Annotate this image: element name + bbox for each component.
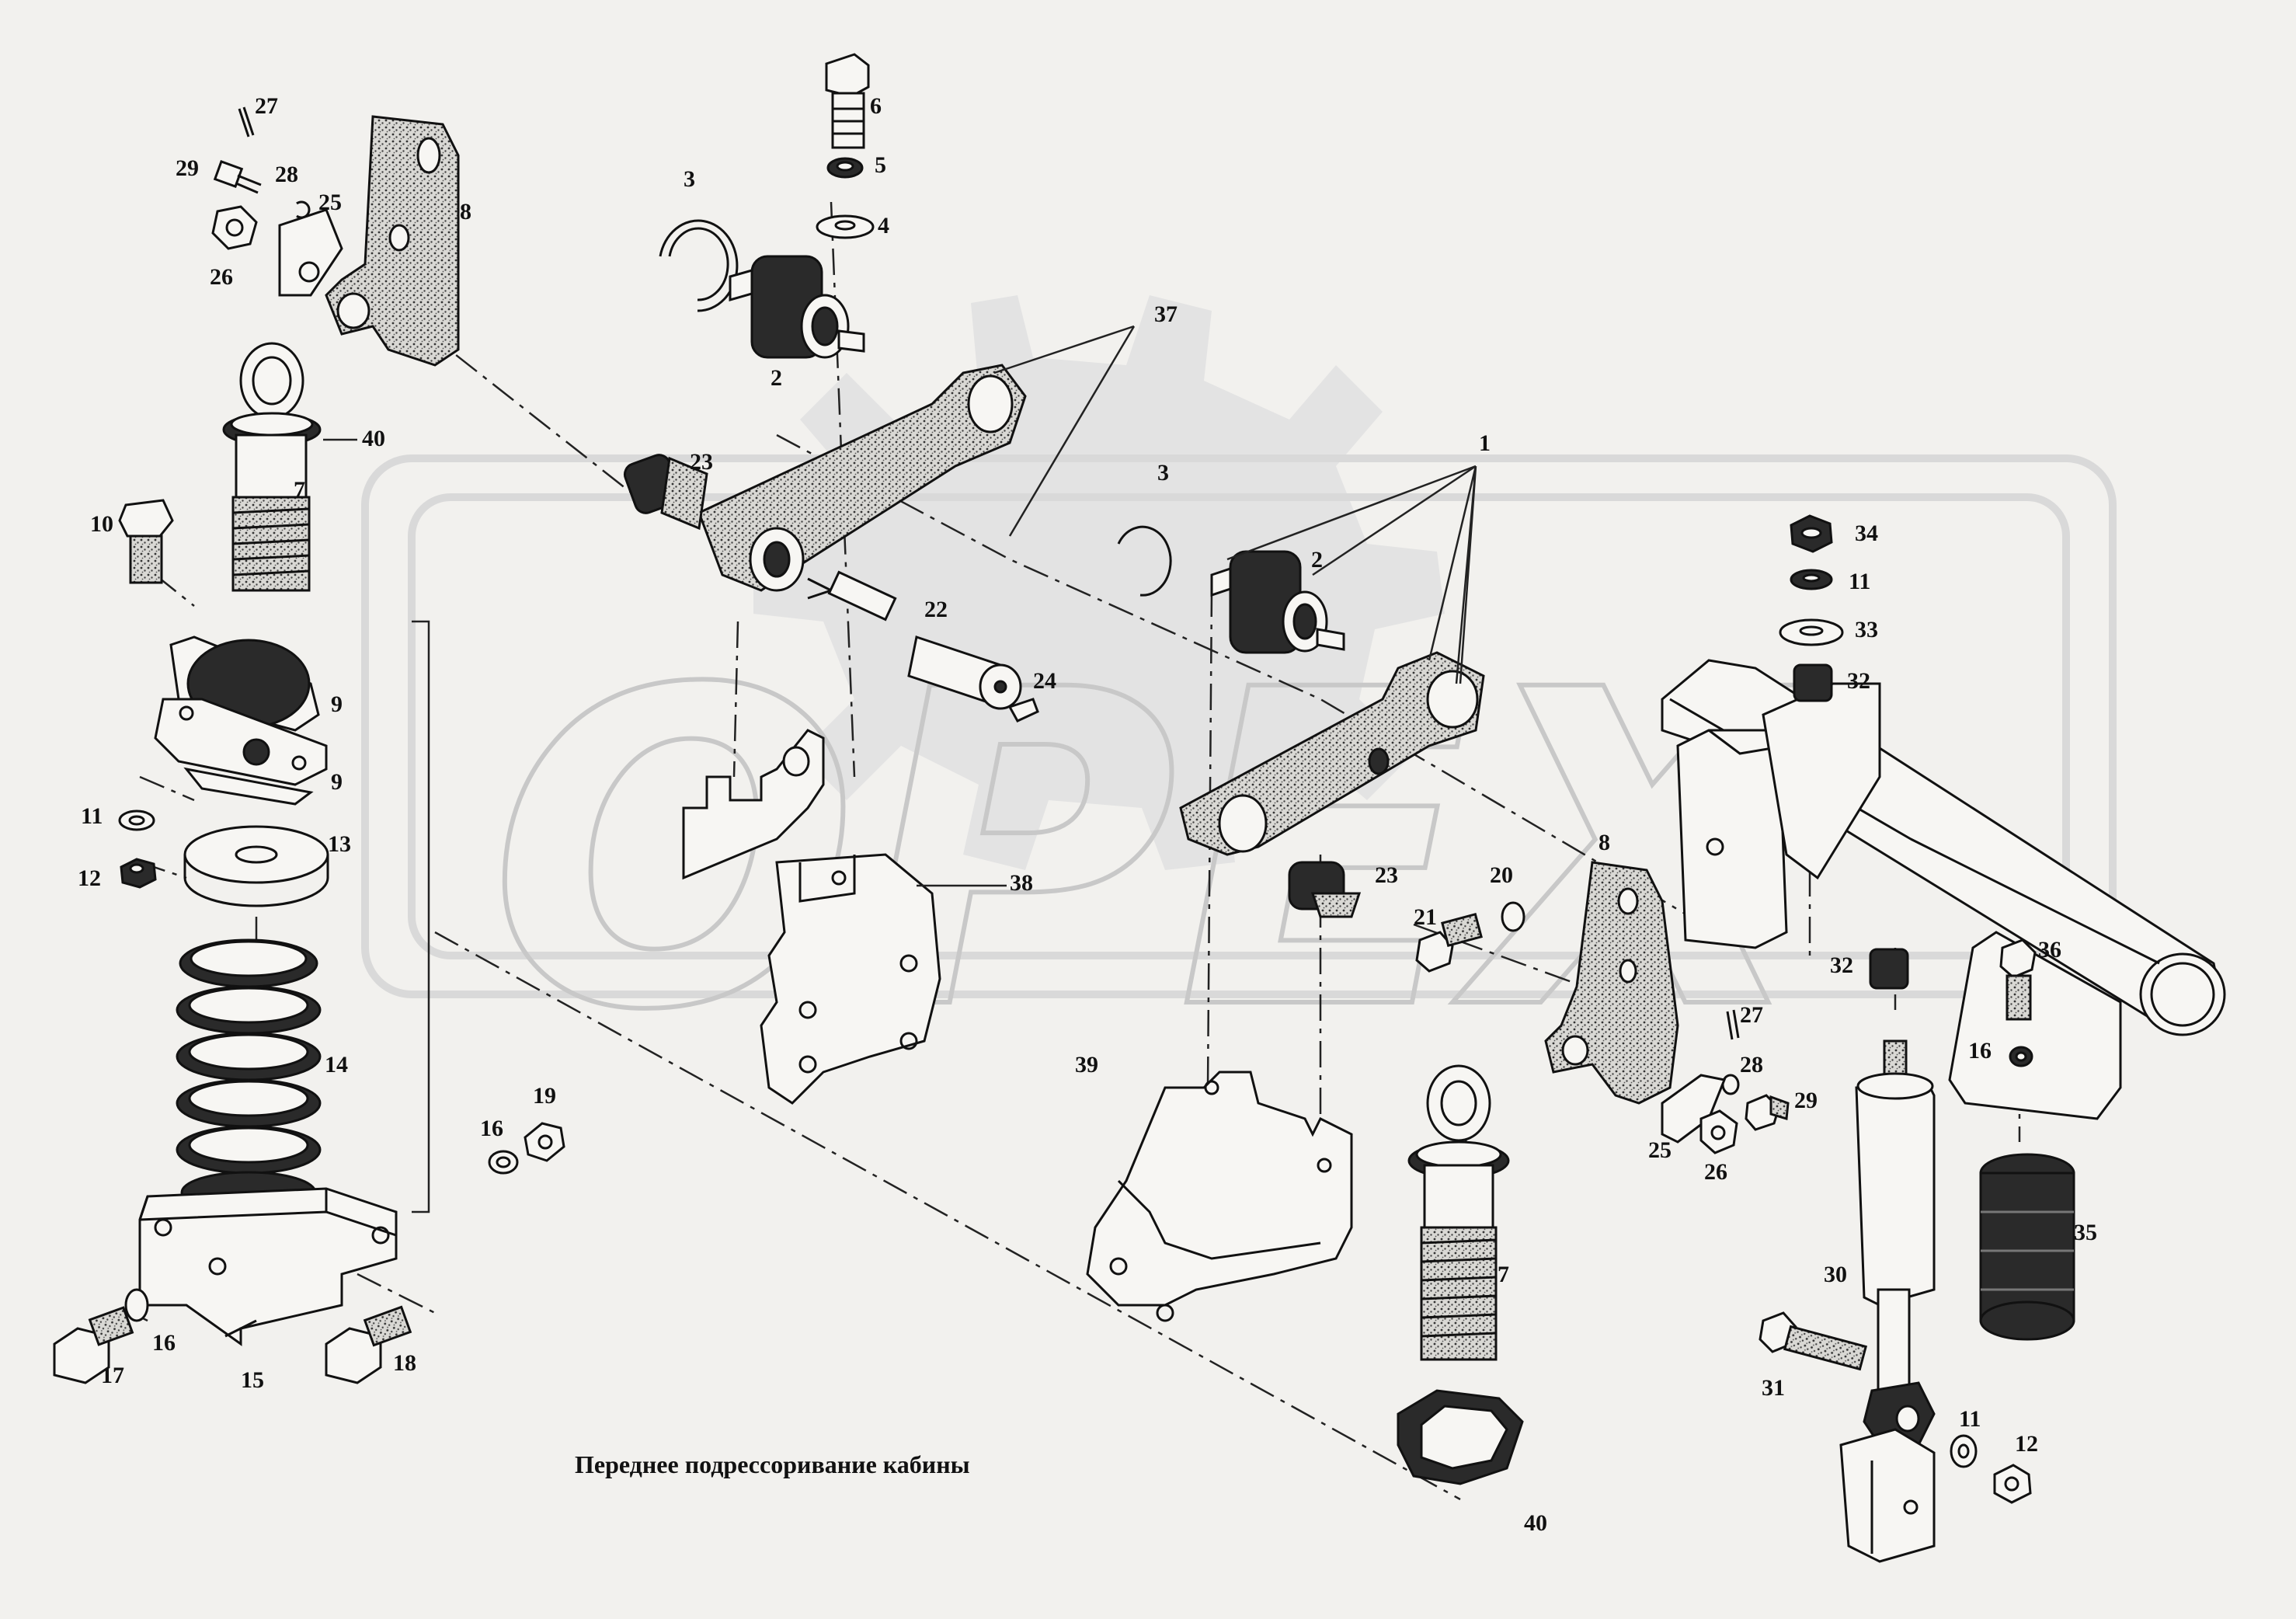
callout-5: 5 xyxy=(875,152,886,178)
callout-23-left: 23 xyxy=(690,449,713,475)
callout-32-bottom: 32 xyxy=(1830,952,1853,978)
shock-absorber-30 xyxy=(1839,1039,1936,1563)
right-frame-assembly xyxy=(1661,514,2226,1563)
callout-39: 39 xyxy=(1075,1052,1098,1078)
callout-10: 10 xyxy=(90,511,113,537)
link-arm-37 xyxy=(697,364,1027,592)
callout-27: 27 xyxy=(255,93,278,119)
callout-7-right: 7 xyxy=(1498,1262,1509,1287)
callout-9b: 9 xyxy=(331,769,343,795)
callout-11-right-top: 11 xyxy=(1849,569,1870,594)
callout-25-right: 25 xyxy=(1648,1137,1672,1163)
callout-33: 33 xyxy=(1855,617,1878,642)
callout-32-top: 32 xyxy=(1847,668,1870,694)
bolt-29 xyxy=(213,160,262,194)
diagram-caption: Переднее подрессоривание кабины xyxy=(575,1450,970,1478)
callout-1: 1 xyxy=(1479,430,1491,456)
right-link-parts xyxy=(993,325,1790,1485)
callout-2-mid: 2 xyxy=(1311,547,1323,573)
coil-spring-14 xyxy=(176,938,322,1214)
callout-25: 25 xyxy=(318,190,342,215)
callout-26: 26 xyxy=(210,264,233,290)
callout-29-right: 29 xyxy=(1794,1088,1818,1113)
left-mount-assembly xyxy=(53,106,565,1384)
callout-26-right: 26 xyxy=(1704,1159,1727,1185)
callout-15: 15 xyxy=(241,1367,264,1393)
callout-labels: 27 29 28 25 8 26 40 7 10 9 9 11 13 12 14… xyxy=(78,93,2097,1536)
callout-19: 19 xyxy=(533,1083,556,1109)
callout-24: 24 xyxy=(1033,668,1056,694)
bump-stop-35 xyxy=(1979,1153,2075,1341)
callout-2-top: 2 xyxy=(771,365,782,391)
callout-16-right: 16 xyxy=(1968,1038,1992,1064)
center-top-parts xyxy=(623,53,1039,1105)
callout-7: 7 xyxy=(294,477,305,503)
callout-12-right: 12 xyxy=(2015,1431,2038,1457)
callout-30: 30 xyxy=(1824,1262,1847,1287)
callout-21: 21 xyxy=(1414,904,1437,930)
callout-9a: 9 xyxy=(331,691,343,717)
callout-12-left: 12 xyxy=(78,865,101,891)
callout-18: 18 xyxy=(393,1350,416,1376)
callout-16-mid: 16 xyxy=(480,1116,503,1141)
callout-6: 6 xyxy=(870,93,882,119)
callout-11-right: 11 xyxy=(1959,1406,1981,1432)
callout-38: 38 xyxy=(1010,870,1033,896)
callout-14: 14 xyxy=(325,1052,348,1078)
callout-27-right: 27 xyxy=(1740,1002,1763,1028)
callout-36: 36 xyxy=(2038,937,2061,963)
callout-40: 40 xyxy=(362,426,385,451)
bracket-39 xyxy=(1086,1071,1353,1322)
callout-13: 13 xyxy=(328,831,351,857)
callout-29: 29 xyxy=(176,155,199,181)
callout-31: 31 xyxy=(1762,1375,1785,1401)
callout-4: 4 xyxy=(878,213,889,238)
callout-22: 22 xyxy=(924,597,948,622)
callout-40-right: 40 xyxy=(1524,1510,1547,1536)
callout-28: 28 xyxy=(275,162,298,187)
callout-3-mid: 3 xyxy=(1157,460,1169,486)
callout-37: 37 xyxy=(1154,301,1178,327)
callout-23-right: 23 xyxy=(1375,862,1398,888)
callout-35: 35 xyxy=(2074,1220,2097,1245)
callout-20: 20 xyxy=(1490,862,1513,888)
callout-8: 8 xyxy=(460,199,471,225)
callout-34: 34 xyxy=(1855,521,1878,546)
callout-16-left: 16 xyxy=(152,1330,176,1356)
bracket-38 xyxy=(682,729,941,1105)
callout-11-left: 11 xyxy=(81,803,103,829)
pin-22 xyxy=(807,570,1022,710)
callout-8-right: 8 xyxy=(1599,830,1610,855)
callout-17: 17 xyxy=(101,1363,124,1388)
callout-3-top: 3 xyxy=(684,166,695,192)
callout-28-right: 28 xyxy=(1740,1052,1763,1078)
